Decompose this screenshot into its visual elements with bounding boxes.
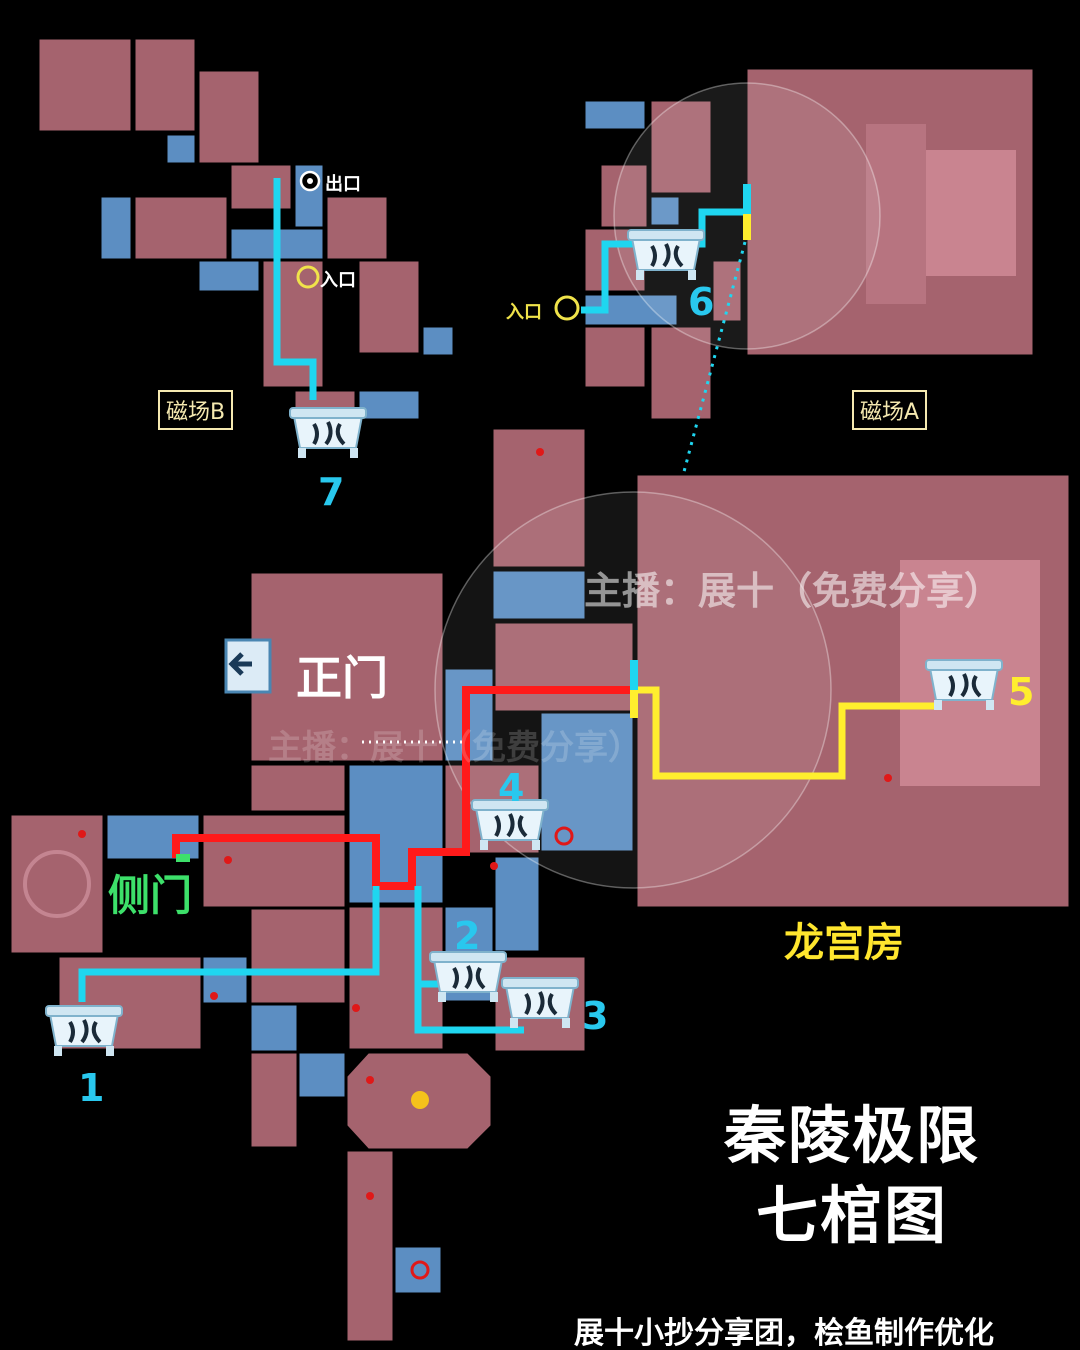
room [648,324,714,422]
room [196,68,262,166]
entrance-icon [554,295,580,321]
corridor [490,568,588,622]
corridor [296,1050,348,1100]
entrance-icon [296,265,320,289]
watermark-top: 主播：展十（免费分享） [584,569,1003,613]
field-b-map [36,36,456,422]
watermark-mid: 主播：展十（免费分享） [268,728,642,768]
room [582,324,648,390]
corridor [420,324,456,358]
corridor [392,1244,444,1296]
corridor [196,258,262,294]
corridor [164,132,198,166]
room [490,426,588,570]
corridor [248,1002,300,1054]
gate-icon [224,638,272,694]
main-gate-label: 正门 [296,651,388,705]
corridor [582,98,648,132]
exit-label: 出口 [325,174,361,195]
coffin-6-label: 6 [688,280,715,324]
room [248,906,348,1006]
boss-icon [411,1091,429,1109]
corridor [356,388,422,422]
route-yellow [634,686,936,780]
room [36,36,134,134]
coffin-4-label: 4 [498,766,525,810]
credit-text: 展十小抄分享团，桧鱼制作优化 [574,1316,994,1350]
room [248,1050,300,1150]
route-red [172,686,634,890]
room-detail [920,150,1016,276]
title-line-1: 秦陵极限 [723,1099,980,1172]
room [344,1148,396,1344]
coffin-5-label: 5 [1008,670,1035,714]
room [356,258,422,356]
title-line-2: 七棺图 [755,1179,948,1252]
route-cyan-3 [414,886,524,1034]
side-door-label: 侧门 [108,871,193,920]
map-title: 秦陵极限 七棺图 [700,1096,1004,1256]
coffin-icon [288,406,368,460]
coffin-1-label: 1 [78,1066,105,1110]
corridor [538,710,636,854]
room [324,194,390,262]
dragon-room-label: 龙宫房 [784,920,904,966]
entrance-b-label: 入口 [320,270,356,291]
coffin-3-label: 3 [582,994,609,1038]
coffin-7-label: 7 [318,470,345,514]
field-b-label: 磁场B [158,390,234,430]
corridor [492,854,542,954]
room [200,812,348,910]
corridor [648,194,682,228]
route-cyan-1 [78,886,380,1002]
corridor [200,954,250,1006]
route-field-b [273,178,317,400]
room [228,162,294,212]
room [648,98,714,196]
room [132,194,230,262]
corridor [98,194,134,262]
entrance-a-label: 入口 [506,302,542,323]
coffin-2-label: 2 [454,914,481,958]
room [248,762,348,814]
field-a-map [582,66,1036,422]
markers [78,448,892,1280]
field-a-label: 磁场A [852,390,928,430]
room [598,162,650,230]
room [492,620,636,714]
room [132,36,198,134]
